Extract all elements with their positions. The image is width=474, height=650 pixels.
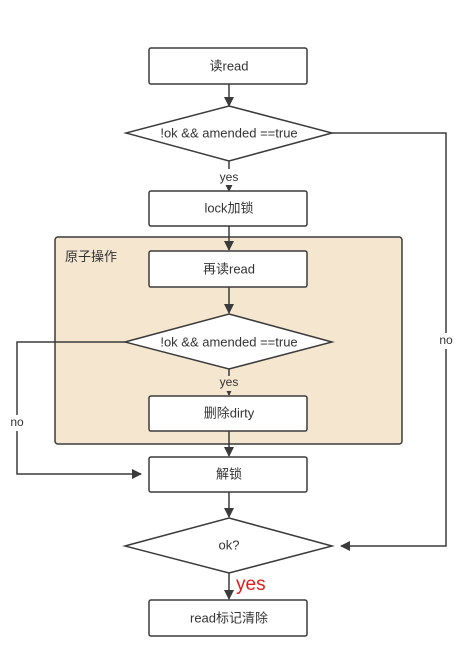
nodes	[122, 47, 335, 637]
edge-check2-no	[16, 341, 142, 479]
read-node	[148, 47, 308, 85]
check2-node	[122, 313, 335, 370]
check2-no-label: no	[10, 415, 24, 429]
check2-label: !ok && amended ==true	[160, 334, 297, 349]
ok-check-label: ok?	[219, 537, 240, 552]
check1-node	[123, 105, 335, 162]
check1-yes-label: yes	[220, 170, 239, 184]
reread-node	[148, 250, 308, 288]
ok-yes-label: yes	[236, 574, 266, 595]
ok-check-node	[122, 517, 335, 574]
unlock-node	[148, 456, 308, 493]
lock-label: lock加锁	[204, 200, 253, 215]
delete-dirty-node	[148, 395, 308, 432]
unlock-label: 解锁	[216, 466, 242, 481]
atomic-operation-label: 原子操作	[65, 249, 117, 264]
lock-node	[148, 190, 308, 227]
delete-dirty-label: 删除dirty	[204, 405, 255, 420]
reread-label: 再读read	[203, 261, 255, 276]
check1-label: !ok && amended ==true	[160, 125, 297, 140]
read-label: 读read	[209, 58, 248, 73]
check2-yes-label: yes	[220, 375, 239, 389]
clear-flag-label: read标记清除	[190, 610, 268, 625]
clear-flag-node	[148, 599, 308, 637]
check1-no-label: no	[439, 333, 453, 347]
